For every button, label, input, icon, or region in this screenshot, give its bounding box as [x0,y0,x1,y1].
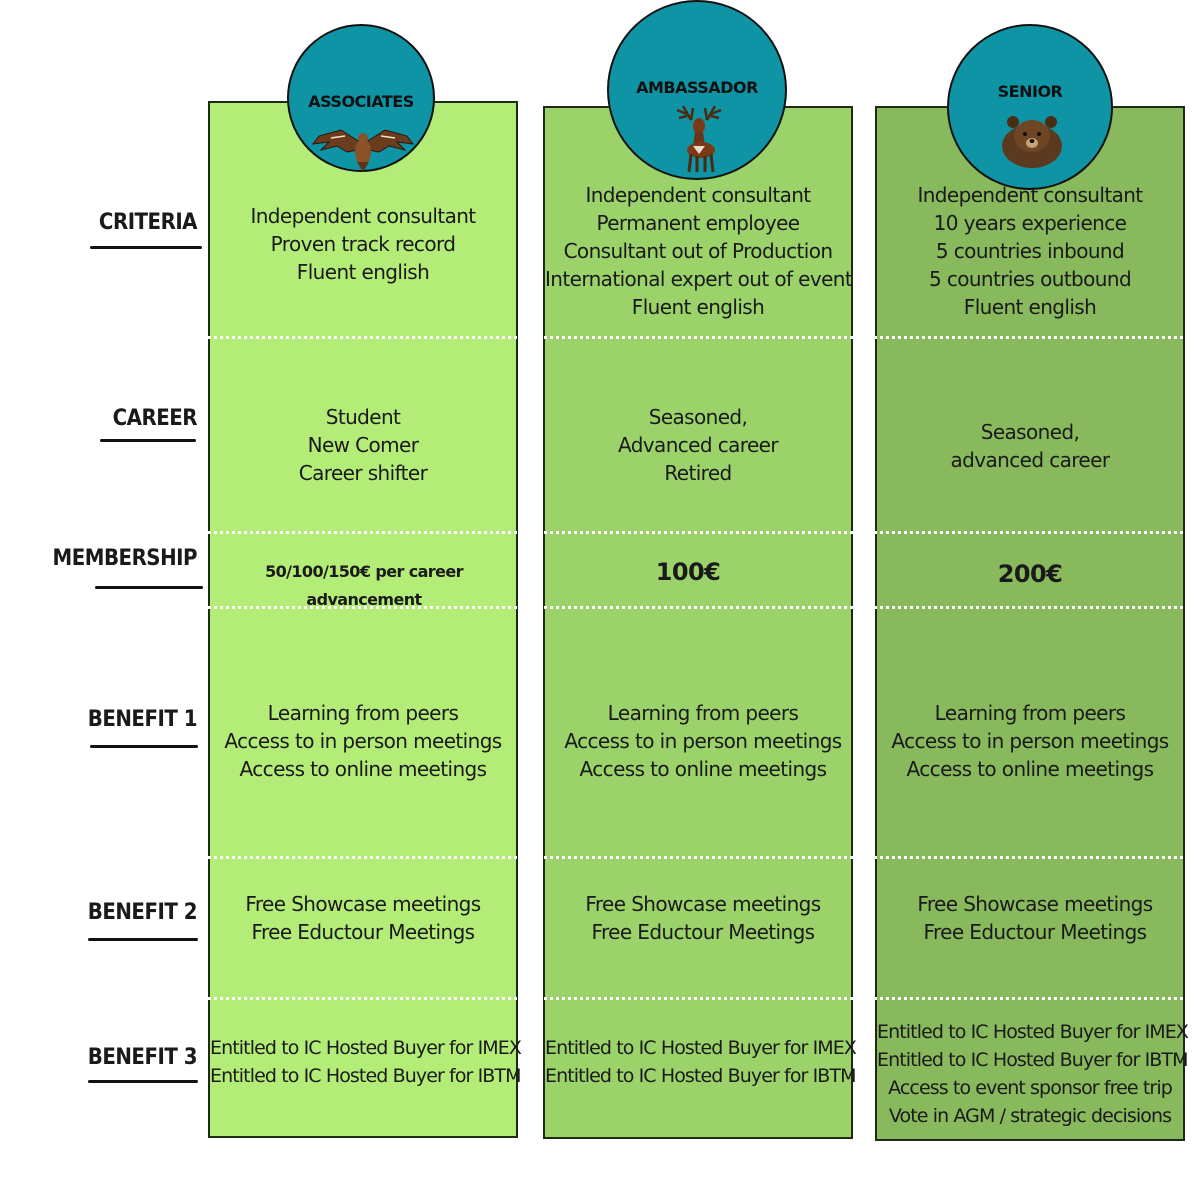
associates-benefit-1: Learning from peers Access to in person … [210,699,516,783]
benefit-line: Vote in AGM / strategic decisions [888,1105,1172,1127]
tier-name: SENIOR [997,82,1063,101]
benefit-line: Free Eductour Meetings [591,920,816,944]
benefit-line: Free Eductour Meetings [923,920,1148,944]
criteria-line: 5 countries outbound [928,267,1132,291]
row-divider [208,997,1195,1000]
criteria-line: Independent consultant [250,204,476,228]
benefit-line: Access to in person meetings [224,729,502,753]
benefit-line: Entitled to IC Hosted Buyer for IBTM [545,1065,857,1087]
row-label-benefit-2: BENEFIT 2 [87,900,198,925]
row-divider [208,606,1195,609]
ambassador-membership-price: 100€ [655,558,721,586]
row-label-benefit-3: BENEFIT 3 [87,1045,198,1070]
criteria-line: Proven track record [270,232,456,256]
criteria-line: Consultant out of Production [563,239,833,263]
tier-column-associates [208,101,518,1138]
criteria-line: 10 years experience [933,211,1127,235]
membership-underline [95,586,203,589]
deer-icon [676,105,722,173]
tier-name: AMBASSADOR [636,78,758,97]
benefit-line: Access to online meetings [239,757,488,781]
tier-column-senior [875,106,1185,1141]
benefit-line: Free Showcase meetings [245,892,481,916]
associates-benefit-2: Free Showcase meetings Free Eductour Mee… [210,890,516,946]
ambassador-criteria: Independent consultant Permanent employe… [545,181,853,321]
criteria-line: International expert out of event [545,267,853,291]
senior-benefit-2: Free Showcase meetings Free Eductour Mee… [877,890,1193,946]
benefit-line: Access to event sponsor free trip [888,1077,1173,1099]
criteria-line: Permanent employee [596,211,800,235]
criteria-line: Fluent english [296,260,430,284]
benefit-line: Learning from peers [607,701,799,725]
benefit-line: Access to online meetings [579,757,828,781]
ambassador-career: Seasoned, Advanced career Retired [545,403,851,487]
row-divider [208,336,1195,339]
criteria-line: Fluent english [963,295,1097,319]
ambassador-benefit-1: Learning from peers Access to in person … [545,699,861,783]
benefit-line: Free Showcase meetings [585,892,821,916]
bear-icon [1002,116,1062,168]
associates-membership-price: 50/100/150€ per career advancement [265,562,463,609]
career-line: Career shifter [298,461,428,485]
row-label-benefit-1: BENEFIT 1 [87,707,198,732]
associates-criteria: Independent consultant Proven track reco… [210,202,516,286]
criteria-line: Fluent english [631,295,765,319]
criteria-line: Independent consultant [585,183,811,207]
eagle-icon [311,129,415,172]
benefit-3-underline [88,1080,198,1083]
career-line: Advanced career [617,433,779,457]
criteria-line: 5 countries inbound [935,239,1125,263]
row-label-criteria: CRITERIA [98,210,198,235]
career-line: Student [325,405,401,429]
benefit-1-underline [90,745,198,748]
associates-benefit-3: Entitled to IC Hosted Buyer for IMEX Ent… [210,1034,522,1090]
senior-benefit-3: Entitled to IC Hosted Buyer for IMEX Ent… [877,1018,1189,1130]
tier-name: ASSOCIATES [308,92,414,111]
tier-badge-associates: ASSOCIATES [287,24,435,172]
benefit-line: Free Showcase meetings [917,892,1153,916]
benefit-line: Entitled to IC Hosted Buyer for IBTM [877,1049,1189,1071]
benefit-line: Learning from peers [934,701,1126,725]
benefit-line: Entitled to IC Hosted Buyer for IBTM [210,1065,522,1087]
career-underline [100,439,196,442]
senior-membership-price: 200€ [997,560,1063,588]
benefit-line: Access to online meetings [906,757,1155,781]
tier-badge-senior: SENIOR [947,24,1113,190]
row-label-career: CAREER [112,406,198,431]
career-line: Retired [664,461,732,485]
row-divider [208,531,1195,534]
benefit-line: Access to in person meetings [891,729,1169,753]
criteria-underline [90,246,202,249]
senior-criteria: Independent consultant 10 years experien… [877,181,1183,321]
career-line: New Comer [307,433,419,457]
ambassador-benefit-2: Free Showcase meetings Free Eductour Mee… [545,890,861,946]
career-line: Seasoned, [980,420,1080,444]
senior-career: Seasoned, advanced career [877,418,1183,474]
tier-badge-ambassador: AMBASSADOR [607,0,787,180]
criteria-line: Independent consultant [917,183,1143,207]
associates-career: Student New Comer Career shifter [210,403,516,487]
ambassador-benefit-3: Entitled to IC Hosted Buyer for IMEX Ent… [545,1034,857,1090]
tier-column-ambassador [543,106,853,1139]
career-line: advanced career [950,448,1111,472]
benefit-line: Entitled to IC Hosted Buyer for IMEX [545,1037,857,1059]
career-line: Seasoned, [648,405,748,429]
row-label-membership: MEMBERSHIP [52,546,198,571]
benefit-line: Entitled to IC Hosted Buyer for IMEX [877,1021,1189,1043]
senior-benefit-1: Learning from peers Access to in person … [877,699,1183,783]
benefit-line: Learning from peers [267,701,459,725]
benefit-2-underline [88,938,198,941]
benefit-line: Entitled to IC Hosted Buyer for IMEX [210,1037,522,1059]
benefit-line: Free Eductour Meetings [251,920,476,944]
row-divider [208,856,1195,859]
benefit-line: Access to in person meetings [564,729,842,753]
